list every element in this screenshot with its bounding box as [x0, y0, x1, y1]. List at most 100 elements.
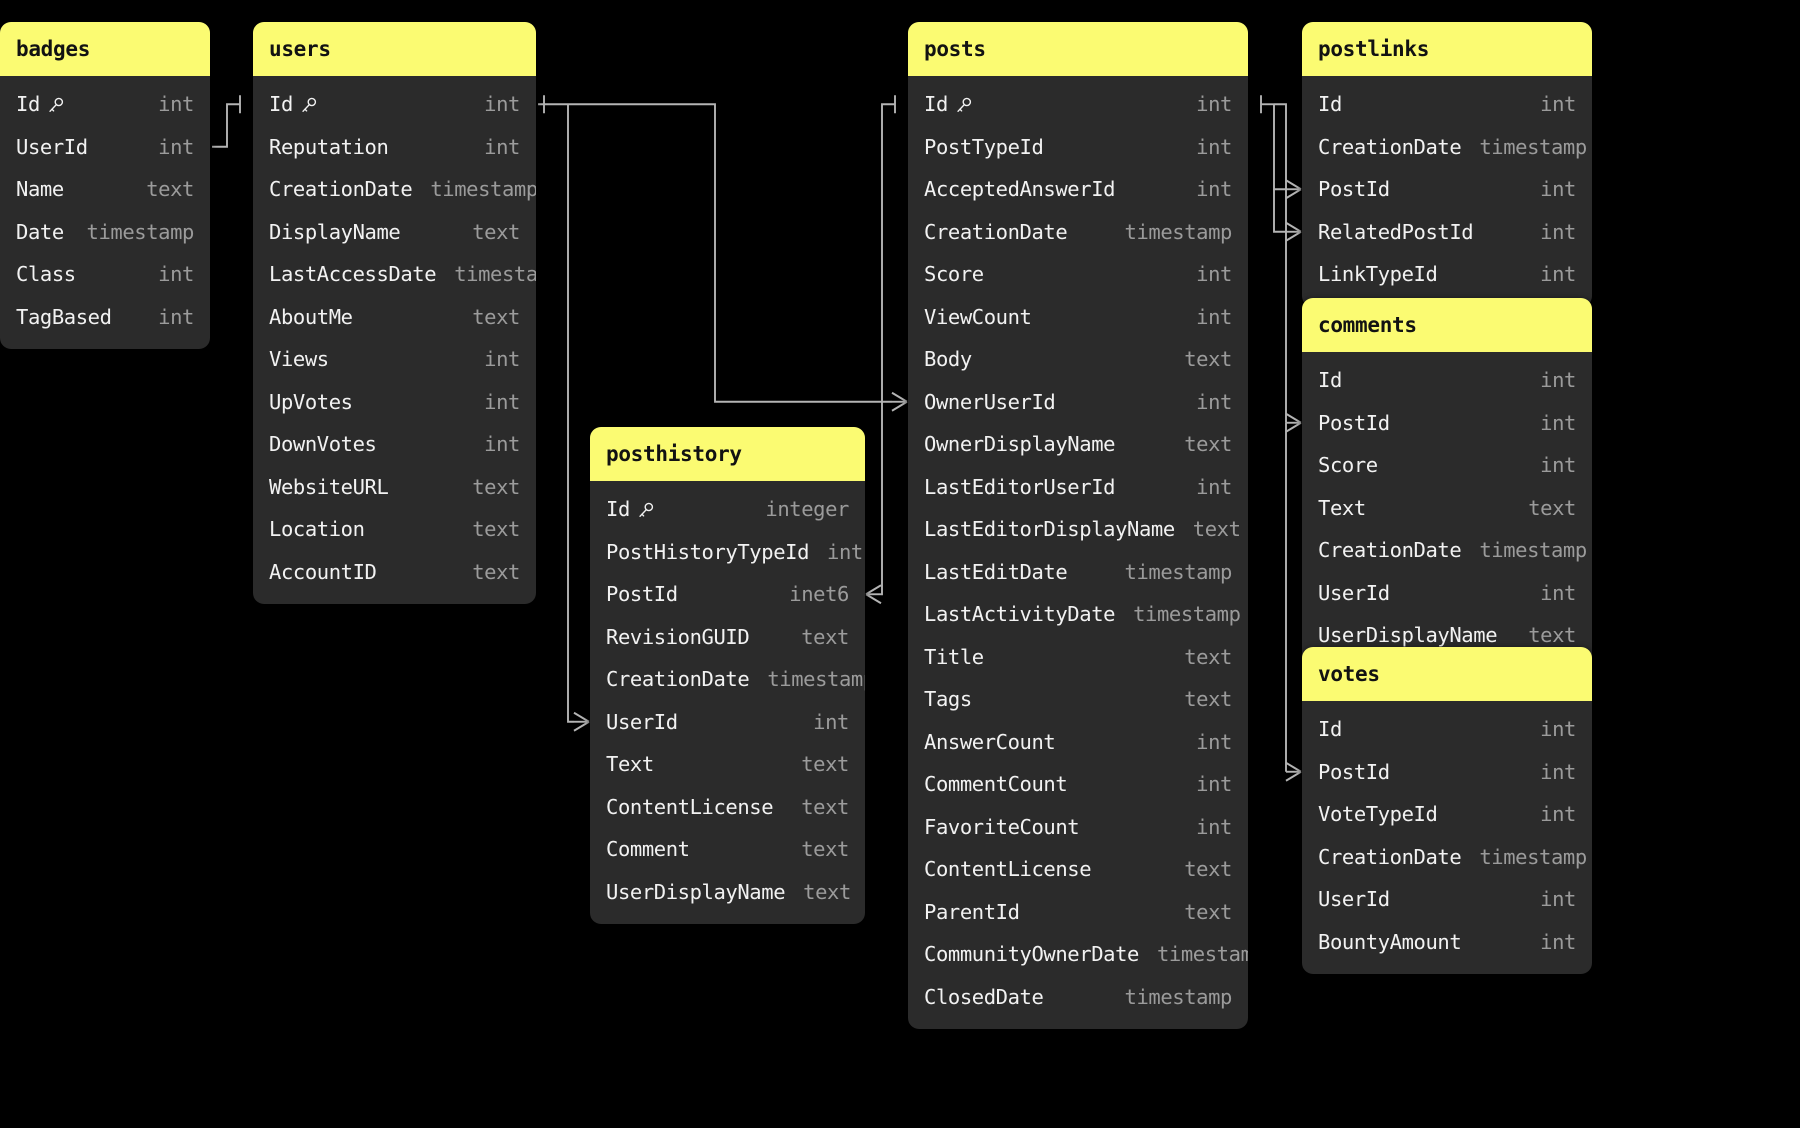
rel-users-posthistory-crow [573, 720, 590, 732]
rel-posts-posthistory [881, 103, 895, 596]
table-title-posts: posts [908, 22, 1248, 76]
table-title-votes: votes [1302, 647, 1592, 701]
field-name: FavoriteCount [924, 815, 1080, 839]
primary-key-icon [637, 502, 654, 519]
field-type-label: text [1184, 644, 1232, 669]
field-row[interactable]: CommunityOwnerDatetimestamp [908, 933, 1248, 976]
rel-posts-votes-crow [1285, 770, 1302, 782]
field-name: Text [606, 752, 654, 776]
field-type-label: int [1196, 772, 1232, 797]
field-name-label: PostTypeId [924, 134, 1044, 159]
field-type-label: int [1196, 134, 1232, 159]
field-name-label: WebsiteURL [269, 474, 389, 499]
field-type-label: int [1540, 759, 1576, 784]
field-name-label: CreationDate [1318, 844, 1462, 869]
field-row[interactable]: RelatedPostId int [1302, 211, 1592, 254]
field-name-label: ClosedDate [924, 984, 1044, 1009]
field-type-label: int [1196, 262, 1232, 287]
field-name: AboutMe [269, 305, 353, 329]
field-name: CreationDate [1318, 538, 1462, 562]
field-row[interactable]: PostTypeId int [908, 126, 1248, 169]
field-row[interactable]: LastAccessDatetimestamp [253, 253, 536, 296]
field-name: LastEditDate [924, 560, 1068, 584]
field-type-label: int [158, 304, 194, 329]
field-type-label: int [1540, 219, 1576, 244]
field-type-label: int [484, 389, 520, 414]
field-name-label: RelatedPostId [1318, 219, 1474, 244]
